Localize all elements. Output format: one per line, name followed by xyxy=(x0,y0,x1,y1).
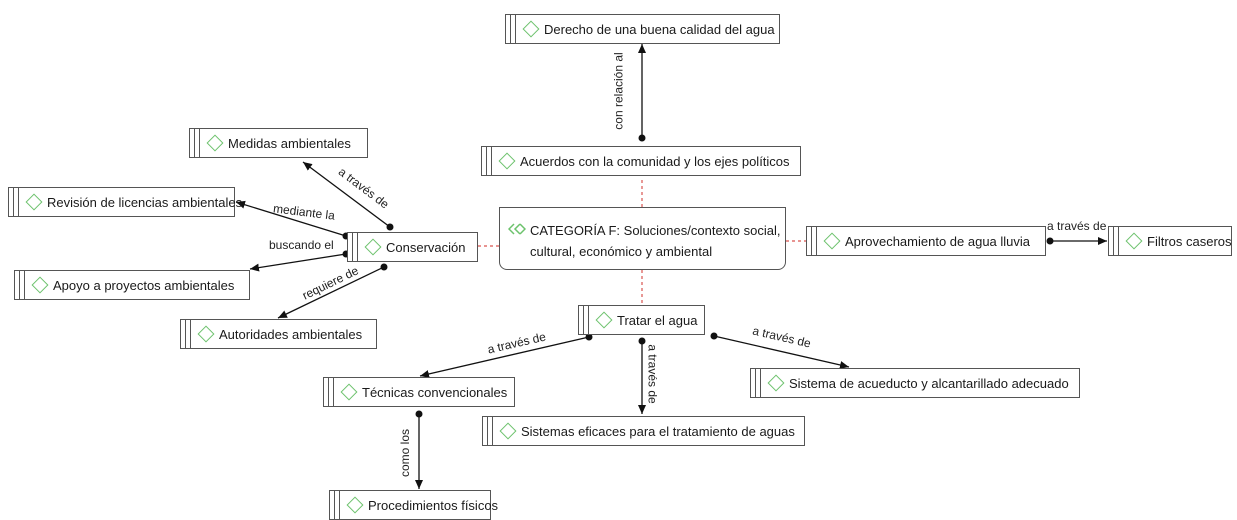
central-node-bar xyxy=(499,207,786,211)
category-icon xyxy=(508,223,526,235)
node-label: Sistemas eficaces para el tratamiento de… xyxy=(521,423,795,439)
central-category-node[interactable]: CATEGORÍA F: Soluciones/contexto social,… xyxy=(499,207,786,270)
node-sistemas-eficaces[interactable]: Sistemas eficaces para el tratamiento de… xyxy=(482,416,805,446)
node-label: Filtros caseros xyxy=(1147,233,1232,249)
edge-medidas xyxy=(302,161,394,231)
diamond-icon xyxy=(25,193,43,211)
node-autoridades[interactable]: Autoridades ambientales xyxy=(180,319,377,349)
node-tecnicas[interactable]: Técnicas convencionales xyxy=(323,377,515,407)
node-label: Aprovechamiento de agua lluvia xyxy=(845,233,1031,249)
edge-label-eficaces: a través de xyxy=(645,344,660,404)
edge-apoyo xyxy=(249,250,350,272)
node-label: Sistema de acueducto y alcantarillado ad… xyxy=(789,375,1069,391)
node-label: Procedimientos físicos xyxy=(368,497,499,513)
diamond-icon xyxy=(340,383,358,401)
diamond-icon xyxy=(767,374,785,392)
node-tratar[interactable]: Tratar el agua xyxy=(578,305,705,335)
node-label: Apoyo a proyectos ambientales xyxy=(53,277,235,293)
node-label: Autoridades ambientales xyxy=(219,326,363,342)
node-revision[interactable]: Revisión de licencias ambientales xyxy=(8,187,242,217)
node-label: Tratar el agua xyxy=(617,312,698,328)
diamond-icon xyxy=(197,325,215,343)
edge-acueducto xyxy=(710,332,850,369)
node-procedimientos[interactable]: Procedimientos físicos xyxy=(329,490,498,520)
node-label: Acuerdos con la comunidad y los ejes pol… xyxy=(520,153,790,169)
central-title-line1: CATEGORÍA F: Soluciones/contexto social, xyxy=(530,223,781,238)
edge-autoridades xyxy=(277,263,388,319)
diamond-icon xyxy=(498,152,516,170)
node-label: Técnicas convencionales xyxy=(362,384,508,400)
central-title-line2: cultural, económico y ambiental xyxy=(530,244,713,259)
diamond-icon xyxy=(595,311,613,329)
edge-label-con-relacion: con relación al xyxy=(611,52,626,130)
node-medidas[interactable]: Medidas ambientales xyxy=(189,128,368,158)
node-label: Derecho de una buena calidad del agua xyxy=(544,21,775,37)
node-derecho[interactable]: Derecho de una buena calidad del agua xyxy=(505,14,780,44)
node-filtros[interactable]: Filtros caseros xyxy=(1108,226,1232,256)
diamond-icon xyxy=(1125,232,1143,250)
node-label: Medidas ambientales xyxy=(228,135,351,151)
edge-eficaces xyxy=(638,337,646,414)
diamond-icon xyxy=(499,422,517,440)
node-sistema-acueducto[interactable]: Sistema de acueducto y alcantarillado ad… xyxy=(750,368,1080,398)
edge-tecnicas xyxy=(419,333,593,378)
diamond-icon xyxy=(364,238,382,256)
edge-procedimientos xyxy=(415,410,423,489)
node-apoyo[interactable]: Apoyo a proyectos ambientales xyxy=(14,270,250,300)
diamond-icon xyxy=(823,232,841,250)
diamond-icon xyxy=(206,134,224,152)
diamond-icon xyxy=(31,276,49,294)
node-label: Revisión de licencias ambientales xyxy=(47,194,243,210)
edge-label-apoyo: buscando el xyxy=(269,238,334,252)
node-conservacion[interactable]: Conservación xyxy=(347,232,478,262)
edge-filtros xyxy=(1046,237,1107,245)
edge-label-procedimientos: como los xyxy=(398,428,413,478)
edge-con-relacion xyxy=(638,44,646,142)
node-acuerdos[interactable]: Acuerdos con la comunidad y los ejes pol… xyxy=(481,146,801,176)
node-label: Conservación xyxy=(386,239,466,255)
diamond-icon xyxy=(522,20,540,38)
edge-label-filtros: a través de xyxy=(1047,219,1107,233)
diamond-icon xyxy=(346,496,364,514)
node-aprovechamiento[interactable]: Aprovechamiento de agua lluvia xyxy=(806,226,1046,256)
